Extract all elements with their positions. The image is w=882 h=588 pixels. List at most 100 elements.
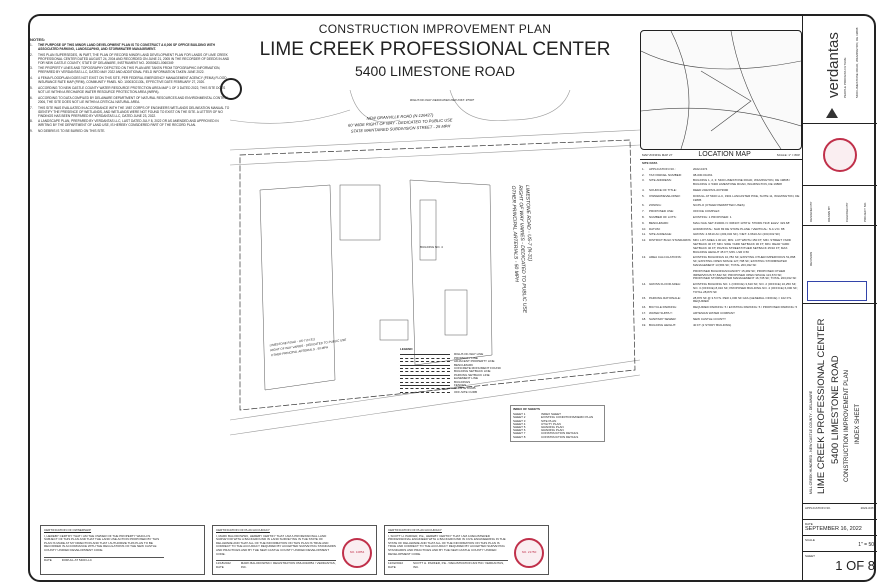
row-note: RIGHT-OF-WAY DEDICATED PER INST. #7907 [410,98,475,102]
certification-title: CERTIFICATION OF PLAN ACCURACY [388,528,442,532]
site-data-value: 2022-0474 [693,166,708,171]
site-data-number: 19. [642,322,647,327]
site-data-row: 12.DISTRICT BULK STANDARDS:MIN. LOT AREA… [642,238,800,254]
legend-item: ON-SITE CURB [400,387,501,390]
site-data-row: 1.APPLICATION NO.:2022-0474 [642,166,800,172]
professional-seal: NO. 10854 [342,538,372,568]
site-data-number [642,270,649,281]
site-data-number: 6. [642,203,645,208]
legend-item: PROPERTY LINE [400,355,501,360]
sheet-title: EXISTING CONDITIONS/DEMO PLAN [541,415,594,420]
location-map-scale: SCALE: 1" = 800' [776,152,800,157]
sheet-box: SHEET 1 OF 8 [803,552,877,582]
site-data-row: 8.NUMBER OF LOTS:EXISTING: 1 PROPOSED: 1 [642,214,800,220]
site-data-value: MIN. LOT AREA 1.00 AC; MIN. LOT WIDTH 15… [693,238,791,254]
site-data-row: 13.AREA CALCULATIONS:EXISTING BUILDINGS … [642,255,800,267]
note-text: A LANDSCAPE PLAN, PREPARED BY VERDANTAS … [38,119,219,128]
signer-name: MARK BALODOWSKI / REGISTRATION #S6-00108… [240,561,336,569]
site-data-row: 11.SITE ACREAGE:GROSS: 4.6610 AC (203,03… [642,233,800,237]
site-data-key: OWNER/DEVELOPER: [649,193,681,198]
date-label: DATE [388,564,396,569]
date-label: DATE [44,557,52,562]
company-logo: verdantas [825,32,842,98]
site-data-value: NC/PLO (OTHER PERMITTED USES) [693,203,745,208]
site-data-value: HORIZONTAL: NAD 83 DE STATE PLANE / VERT… [693,226,785,231]
site-data-value: EXISTING BUILDING NO. 1 (OFFICE) 3,610 S… [693,282,798,294]
site-data-value: ARTESIAN WATER COMPANY [693,310,736,315]
legend-heading: LEGEND [400,347,413,351]
legend-swatch [400,384,450,387]
site-data-number: 10. [642,226,647,231]
site-data-key: BENCHMARK: [649,220,670,225]
legend-swatch [400,367,450,370]
site-data-heading: SITE DATA [642,161,658,165]
site-data-value: BUILDING 1, 2, 3: 5400 LIMESTONE ROAD, W… [693,178,791,187]
site-data-value: GROSS: 4.6610 AC (203,032 SF) / NET: 4.6… [693,232,781,237]
site-data-row: 17.WATER SUPPLY:ARTESIAN WATER COMPANY [642,310,800,316]
sheet-id: SHEET 4 [513,421,526,426]
scale-label: SCALE [805,538,815,542]
hundred-label: MILL CREEK HUNDRED - NEW CASTLE COUNTY -… [809,390,813,494]
legend-swatch [400,377,450,380]
legend-swatch [400,370,450,373]
plan-subtitle: CONSTRUCTION IMPROVEMENT PLAN [318,22,552,36]
sheet-id: SHEET 8 [513,434,526,439]
site-data-key [649,270,693,281]
note-number: 7. [30,105,33,110]
company-address: 5400 LIMESTONE ROAD, WILMINGTON, DE 1980… [855,27,859,98]
note-item: 3.THE PROPERTY LINES AND TOPOGRAPHY DEPI… [30,67,230,75]
location-map [640,30,802,150]
site-data-key: APPLICATION NO.: [649,166,676,171]
sheet-id: SHEET 6 [513,428,526,433]
site-data-key: NUMBER OF LOTS: [649,214,677,219]
site-data-row: 14.GROSS FLOOR AREA:EXISTING BUILDING NO… [642,282,800,294]
site-data-value: MAG NAIL SET #10001 N: 606337.1378' E: 5… [693,220,790,225]
note-text: THE PURPOSE OF THIS MINOR LAND DEVELOPME… [38,42,215,51]
certification-title: CERTIFICATION OF OWNERSHIP [44,528,92,532]
legend-item: OFF-SITE CURB [400,390,501,394]
legend-label: PROPERTY LINE [454,355,478,360]
site-data-key: AREA CALCULATIONS: [649,255,682,260]
date-value: SEPTEMBER 16, 2022 [805,526,862,532]
location-map-title: LOCATION MAP [698,151,751,158]
certification-text: I, HEREBY CERTIFY THAT I AM THE OWNER OF… [44,533,160,552]
title-block: verdantas PEOPLE PROCESS FUTURE 5400 LIM… [802,14,877,582]
certification-title: CERTIFICATION OF PLAN ACCURACY [216,528,270,532]
legend-label: BUILDINGS [454,379,471,384]
date-box: DATE SEPTEMBER 16, 2022 [803,520,877,536]
title-block-plan-type: CONSTRUCTION IMPROVEMENT PLAN [844,370,850,482]
site-data-key: PROPOSED USE: [649,209,674,214]
site-data-number: 12. [642,238,647,243]
legend-label: EASEMENT LINE [454,376,478,381]
legend-swatch [400,357,450,359]
engineer-seal [823,138,857,172]
site-data-key: DATUM: [649,226,661,231]
revision-box: REVISION [803,226,877,304]
zoning-map-ref: MAP ZONING MAP 27 [642,152,673,157]
site-data-value: 40 FT (2 STORY BUILDING) [693,322,732,327]
title-block-address: 5400 LIMESTONE ROAD [830,355,841,464]
site-data-row: 6.ZONING:NC/PLO (OTHER PERMITTED USES) [642,204,800,208]
sheet-title: CONSTRUCTION DETAILS [541,431,579,436]
notes-list: 1. THE PURPOSE OF THIS MINOR LAND DEVELOP… [30,42,230,134]
site-data-key: BUILDING HEIGHT: [649,322,676,327]
sheet-number: 1 OF 8 [835,558,875,573]
legend-label: PARKING SETBACK LINE [454,372,490,377]
site-data-number: 11. [642,232,646,237]
site-data-key: TAX PARCEL NUMBER: [649,172,682,177]
notes-heading: NOTES: [30,37,46,42]
legend-label: FENCES [454,383,467,388]
site-data-row: 15.PARKING RATIONALE:28,870 SF @ 3.5 P.S… [642,296,800,305]
note-number: 1. [30,42,33,47]
site-plan-drawing: NEW GRANVILLE ROAD (N-126427)60' WIDE RI… [220,78,641,440]
legend-swatch [400,364,450,366]
note-item: 8.A LANDSCAPE PLAN, PREPARED BY VERDANTA… [30,120,230,128]
logo-icon [826,108,838,118]
scale-box: SCALE 1" = 50' [803,536,877,552]
